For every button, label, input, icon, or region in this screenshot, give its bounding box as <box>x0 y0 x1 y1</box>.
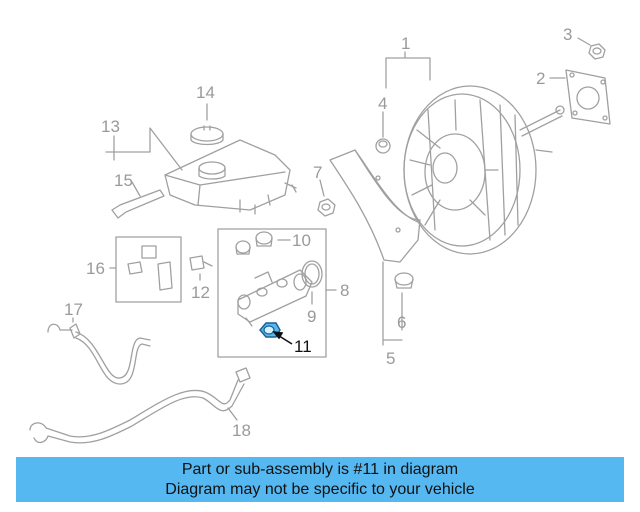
callout-15: 15 <box>114 171 133 190</box>
callout-12: 12 <box>191 283 210 302</box>
nut-part-7 <box>317 198 336 217</box>
callout-5: 5 <box>386 349 395 368</box>
banner-line-1: Part or sub-assembly is #11 in diagram <box>181 461 459 478</box>
callout-17: 17 <box>64 300 83 319</box>
master-cylinder <box>237 269 313 327</box>
leader-lines <box>72 37 591 421</box>
part-11-leader <box>272 330 293 345</box>
callout-6: 6 <box>397 313 406 332</box>
seal-part-6 <box>394 272 414 289</box>
callout-14: 14 <box>196 83 215 102</box>
brake-booster <box>403 85 565 255</box>
callout-3: 3 <box>563 25 572 44</box>
callout-16: 16 <box>86 259 105 278</box>
nut-part-3 <box>588 43 606 60</box>
callout-18: 18 <box>232 421 251 440</box>
bushing-part-4 <box>375 138 391 154</box>
master-cylinder-box <box>217 228 327 358</box>
callout-2: 2 <box>536 69 545 88</box>
callout-10: 10 <box>292 231 311 250</box>
callout-1: 1 <box>401 34 410 53</box>
fluid-reservoir <box>164 139 297 215</box>
clip-part-15 <box>111 189 165 219</box>
heat-shield <box>329 149 421 263</box>
callout-9: 9 <box>307 307 316 326</box>
callout-7: 7 <box>313 163 322 182</box>
callout-8: 8 <box>340 281 349 300</box>
banner-line-2: Diagram may not be specific to your vehi… <box>165 481 475 498</box>
booster-gasket <box>565 69 611 125</box>
callout-4: 4 <box>378 94 387 113</box>
reservoir-cap <box>190 125 224 146</box>
hose-part-17 <box>47 323 151 385</box>
sensor-group-box <box>115 236 182 303</box>
info-banner: Part or sub-assembly is #11 in diagram D… <box>16 457 624 502</box>
callout-11: 11 <box>294 337 312 356</box>
sensor-part-12 <box>189 255 213 271</box>
pipe-part-18 <box>29 367 251 444</box>
plugs-part-10 <box>235 231 273 255</box>
o-ring-part-9 <box>301 260 323 288</box>
callout-13: 13 <box>101 117 120 136</box>
